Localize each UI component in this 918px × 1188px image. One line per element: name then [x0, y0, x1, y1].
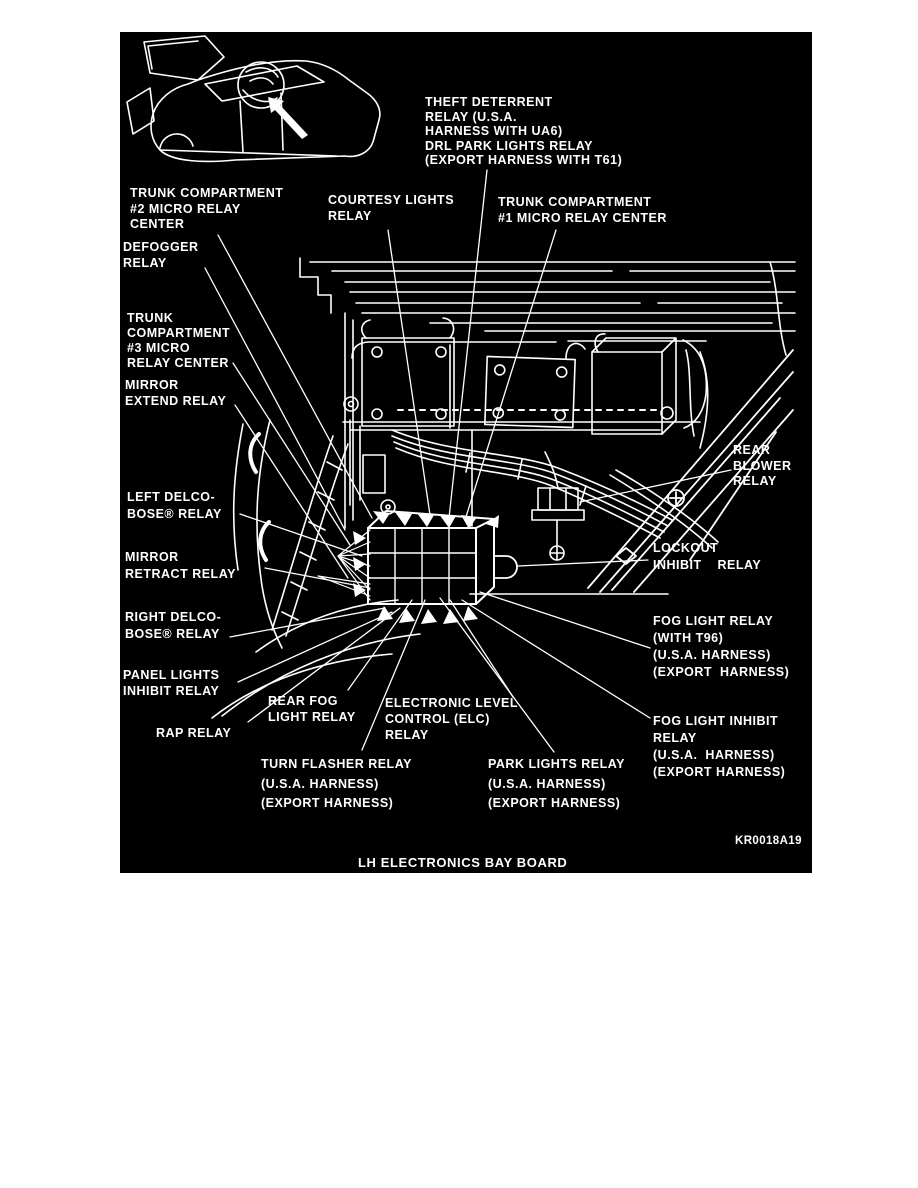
leader-courtesy-lights	[387, 229, 431, 516]
relay-modules	[342, 317, 709, 595]
leader-turn-flasher	[361, 599, 426, 751]
quarter-panel-curves	[211, 419, 421, 719]
label-trunk-compartment-3: TRUNK COMPARTMENT #3 MICRO RELAY CENTER	[127, 311, 231, 370]
leader-park-lights	[439, 597, 555, 753]
leader-fog-light-relay	[479, 591, 651, 649]
label-defogger-relay: DEFOGGER RELAY	[123, 240, 199, 270]
car-inset-illustration	[126, 35, 381, 163]
label-lockout-inhibit-relay: LOCKOUT INHIBIT RELAY	[653, 541, 762, 572]
label-fog-light-inhibit-relay: FOG LIGHT INHIBIT RELAY (U.S.A. HARNESS)…	[653, 714, 786, 779]
location-arrow-icon	[268, 97, 308, 139]
leader-right-delco-bose	[229, 607, 386, 638]
mounting-bolt	[549, 545, 565, 561]
label-courtesy-lights-relay: COURTESY LIGHTS RELAY	[328, 193, 455, 223]
trunk-hinge-torsion-bars	[587, 349, 794, 593]
label-park-lights-relay: PARK LIGHTS RELAY (U.S.A. HARNESS) (EXPO…	[488, 757, 625, 810]
harness-connector	[537, 487, 579, 511]
label-theft-deterrent-relay: THEFT DETERRENT RELAY (U.S.A. HARNESS WI…	[425, 95, 623, 167]
leader-lines	[204, 169, 732, 753]
leader-rear-fog	[347, 599, 413, 691]
label-trunk-compartment-1: TRUNK COMPARTMENT #1 MICRO RELAY CENTER	[498, 195, 667, 225]
leader-left-delco-bose	[239, 513, 363, 557]
leader-theft-deterrent	[448, 169, 488, 519]
leader-mirror-retract	[264, 567, 371, 589]
relay-pointer-arrows	[353, 511, 499, 624]
label-right-delco-bose-relay: RIGHT DELCO- BOSE® RELAY	[125, 610, 222, 641]
hinge-bolt-diamond	[615, 547, 637, 565]
line-art-illustration	[126, 35, 796, 753]
label-left-delco-bose-relay: LEFT DELCO- BOSE® RELAY	[127, 490, 222, 521]
leader-mirror-extend	[234, 404, 349, 579]
label-trunk-compartment-2: TRUNK COMPARTMENT #2 MICRO RELAY CENTER	[130, 186, 284, 231]
block-side-connector	[493, 555, 518, 579]
label-turn-flasher-relay: TURN FLASHER RELAY (U.S.A. HARNESS) (EXP…	[261, 757, 412, 810]
leader-rear-blower	[579, 469, 732, 503]
leader-lockout-inhibit	[517, 559, 649, 567]
diagram-panel: THEFT DETERRENT RELAY (U.S.A. HARNESS WI…	[120, 32, 812, 873]
leader-fog-light-inhibit	[461, 599, 651, 719]
micro-relay-center-block	[317, 419, 518, 624]
label-fog-light-relay: FOG LIGHT RELAY (WITH T96) (U.S.A. HARNE…	[653, 614, 790, 679]
leader-trunk-2	[217, 234, 373, 519]
figure-code: KR0018A19	[735, 835, 802, 847]
label-rear-fog-light-relay: REAR FOG LIGHT RELAY	[268, 694, 356, 724]
package-shelf-structure	[299, 257, 796, 529]
label-rear-blower-relay: REAR BLOWER RELAY	[733, 443, 792, 488]
label-mirror-retract-relay: MIRROR RETRACT RELAY	[125, 550, 236, 581]
label-elc-relay: ELECTRONIC LEVEL CONTROL (ELC) RELAY	[385, 696, 519, 742]
label-rap-relay: RAP RELAY	[156, 726, 232, 740]
label-mirror-extend-relay: MIRROR EXTEND RELAY	[125, 378, 227, 408]
leader-rap	[247, 607, 401, 723]
figure-caption: LH ELECTRONICS BAY BOARD	[358, 855, 568, 870]
leader-elc	[449, 599, 514, 698]
label-panel-lights-inhibit-relay: PANEL LIGHTS INHIBIT RELAY	[123, 668, 220, 698]
leader-defogger	[204, 267, 346, 531]
leader-panel-lights	[237, 611, 393, 683]
trunk-highlight-circle	[237, 61, 285, 109]
leader-trunk-3	[232, 362, 351, 546]
leader-trunk-1	[464, 229, 557, 521]
